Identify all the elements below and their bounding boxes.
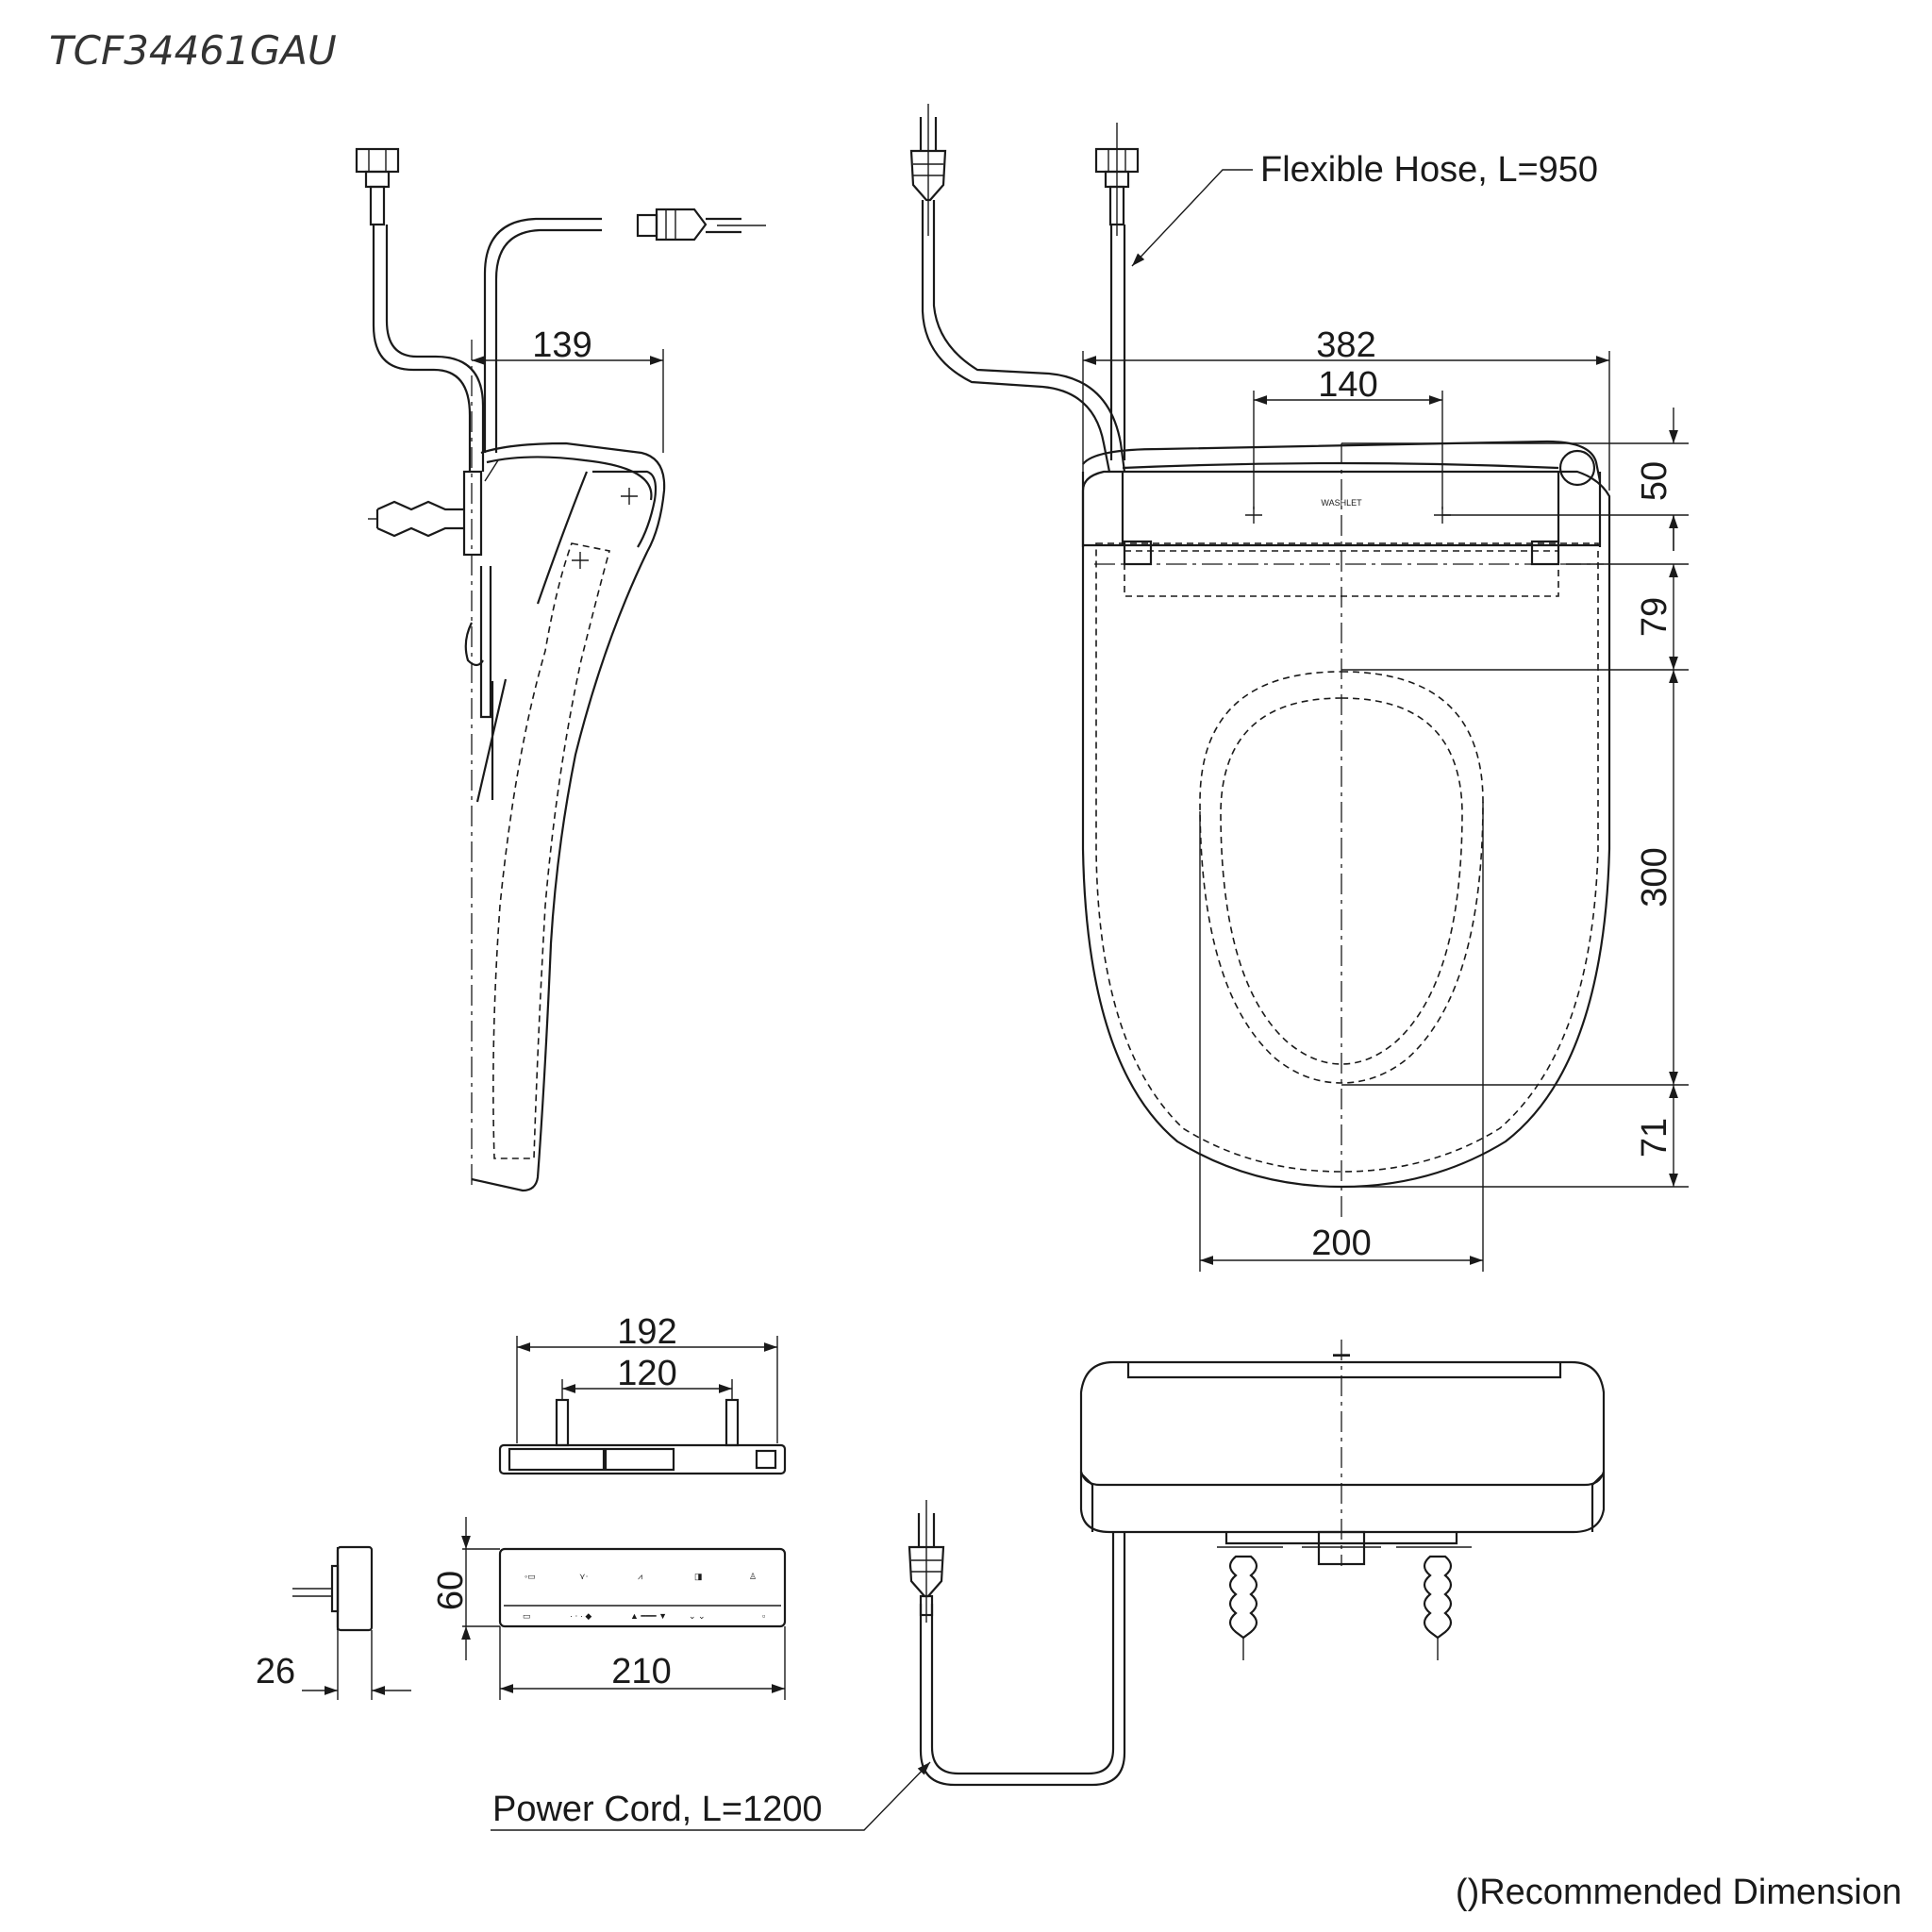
dim-remote-length: 210: [611, 1652, 671, 1691]
svg-text:▫: ▫: [762, 1611, 765, 1621]
power-plug-icon: [908, 1500, 945, 1623]
dim-remote-mount: 120: [617, 1354, 676, 1393]
svg-text:⌄ ⌄: ⌄ ⌄: [689, 1611, 706, 1621]
dim-remote-depth: 26: [256, 1652, 295, 1691]
power-cord-callout: Power Cord, L=1200: [492, 1790, 823, 1829]
model-number: TCF34461GAU: [49, 27, 337, 74]
remote-control-icon: 192 120 ◦▭ ⋎⋅ ⩘ ◨ ♙ ▭ · ⋅ · ◆ ▲ ━━━ ▼ ⌄ …: [256, 1312, 787, 1700]
power-cord: Power Cord, L=1200: [491, 1500, 1126, 1831]
hose-callout: Flexible Hose, L=950: [1260, 150, 1598, 190]
recommended-dimension-note: ()Recommended Dimension: [1456, 1873, 1902, 1912]
power-plug-icon: [909, 104, 947, 236]
remote-buttons: ◦▭ ⋎⋅ ⩘ ◨ ♙ ▭ · ⋅ · ◆ ▲ ━━━ ▼ ⌄ ⌄ ▫: [523, 1572, 765, 1621]
power-plug-icon: [636, 208, 766, 242]
water-valve-icon: [355, 147, 400, 226]
brand-logo: WASHLET: [1321, 498, 1362, 508]
dim-remote-width: 192: [617, 1312, 676, 1352]
dim-front-300: 300: [1635, 847, 1674, 907]
side-view: 139: [355, 147, 766, 1192]
dim-bowl-width: 200: [1311, 1224, 1371, 1263]
bidet-seat-icon: ▬▬: [1079, 1340, 1606, 1660]
svg-text:◦▭: ◦▭: [525, 1572, 536, 1581]
svg-text:▲ ━━━ ▼: ▲ ━━━ ▼: [630, 1611, 667, 1621]
svg-text:· ⋅ · ◆: · ⋅ · ◆: [570, 1611, 591, 1621]
dim-front-50: 50: [1635, 461, 1674, 501]
dim-side-depth: 139: [532, 325, 591, 365]
dim-mount-spacing: 140: [1318, 365, 1377, 405]
dim-overall-width: 382: [1316, 325, 1375, 365]
svg-text:⋎⋅: ⋎⋅: [579, 1572, 588, 1581]
svg-text:▭: ▭: [523, 1611, 531, 1621]
dim-front-79: 79: [1635, 597, 1674, 637]
dim-remote-height: 60: [431, 1571, 471, 1610]
svg-text:♙: ♙: [749, 1572, 757, 1581]
svg-text:⩘: ⩘: [638, 1572, 642, 1581]
water-valve-icon: [1094, 123, 1140, 236]
svg-text:▬▬: ▬▬: [1333, 1349, 1350, 1358]
svg-text:◨: ◨: [694, 1572, 703, 1581]
dim-front-71: 71: [1635, 1118, 1674, 1158]
front-view: Flexible Hose, L=950 WASHLET 382: [909, 104, 1689, 1272]
